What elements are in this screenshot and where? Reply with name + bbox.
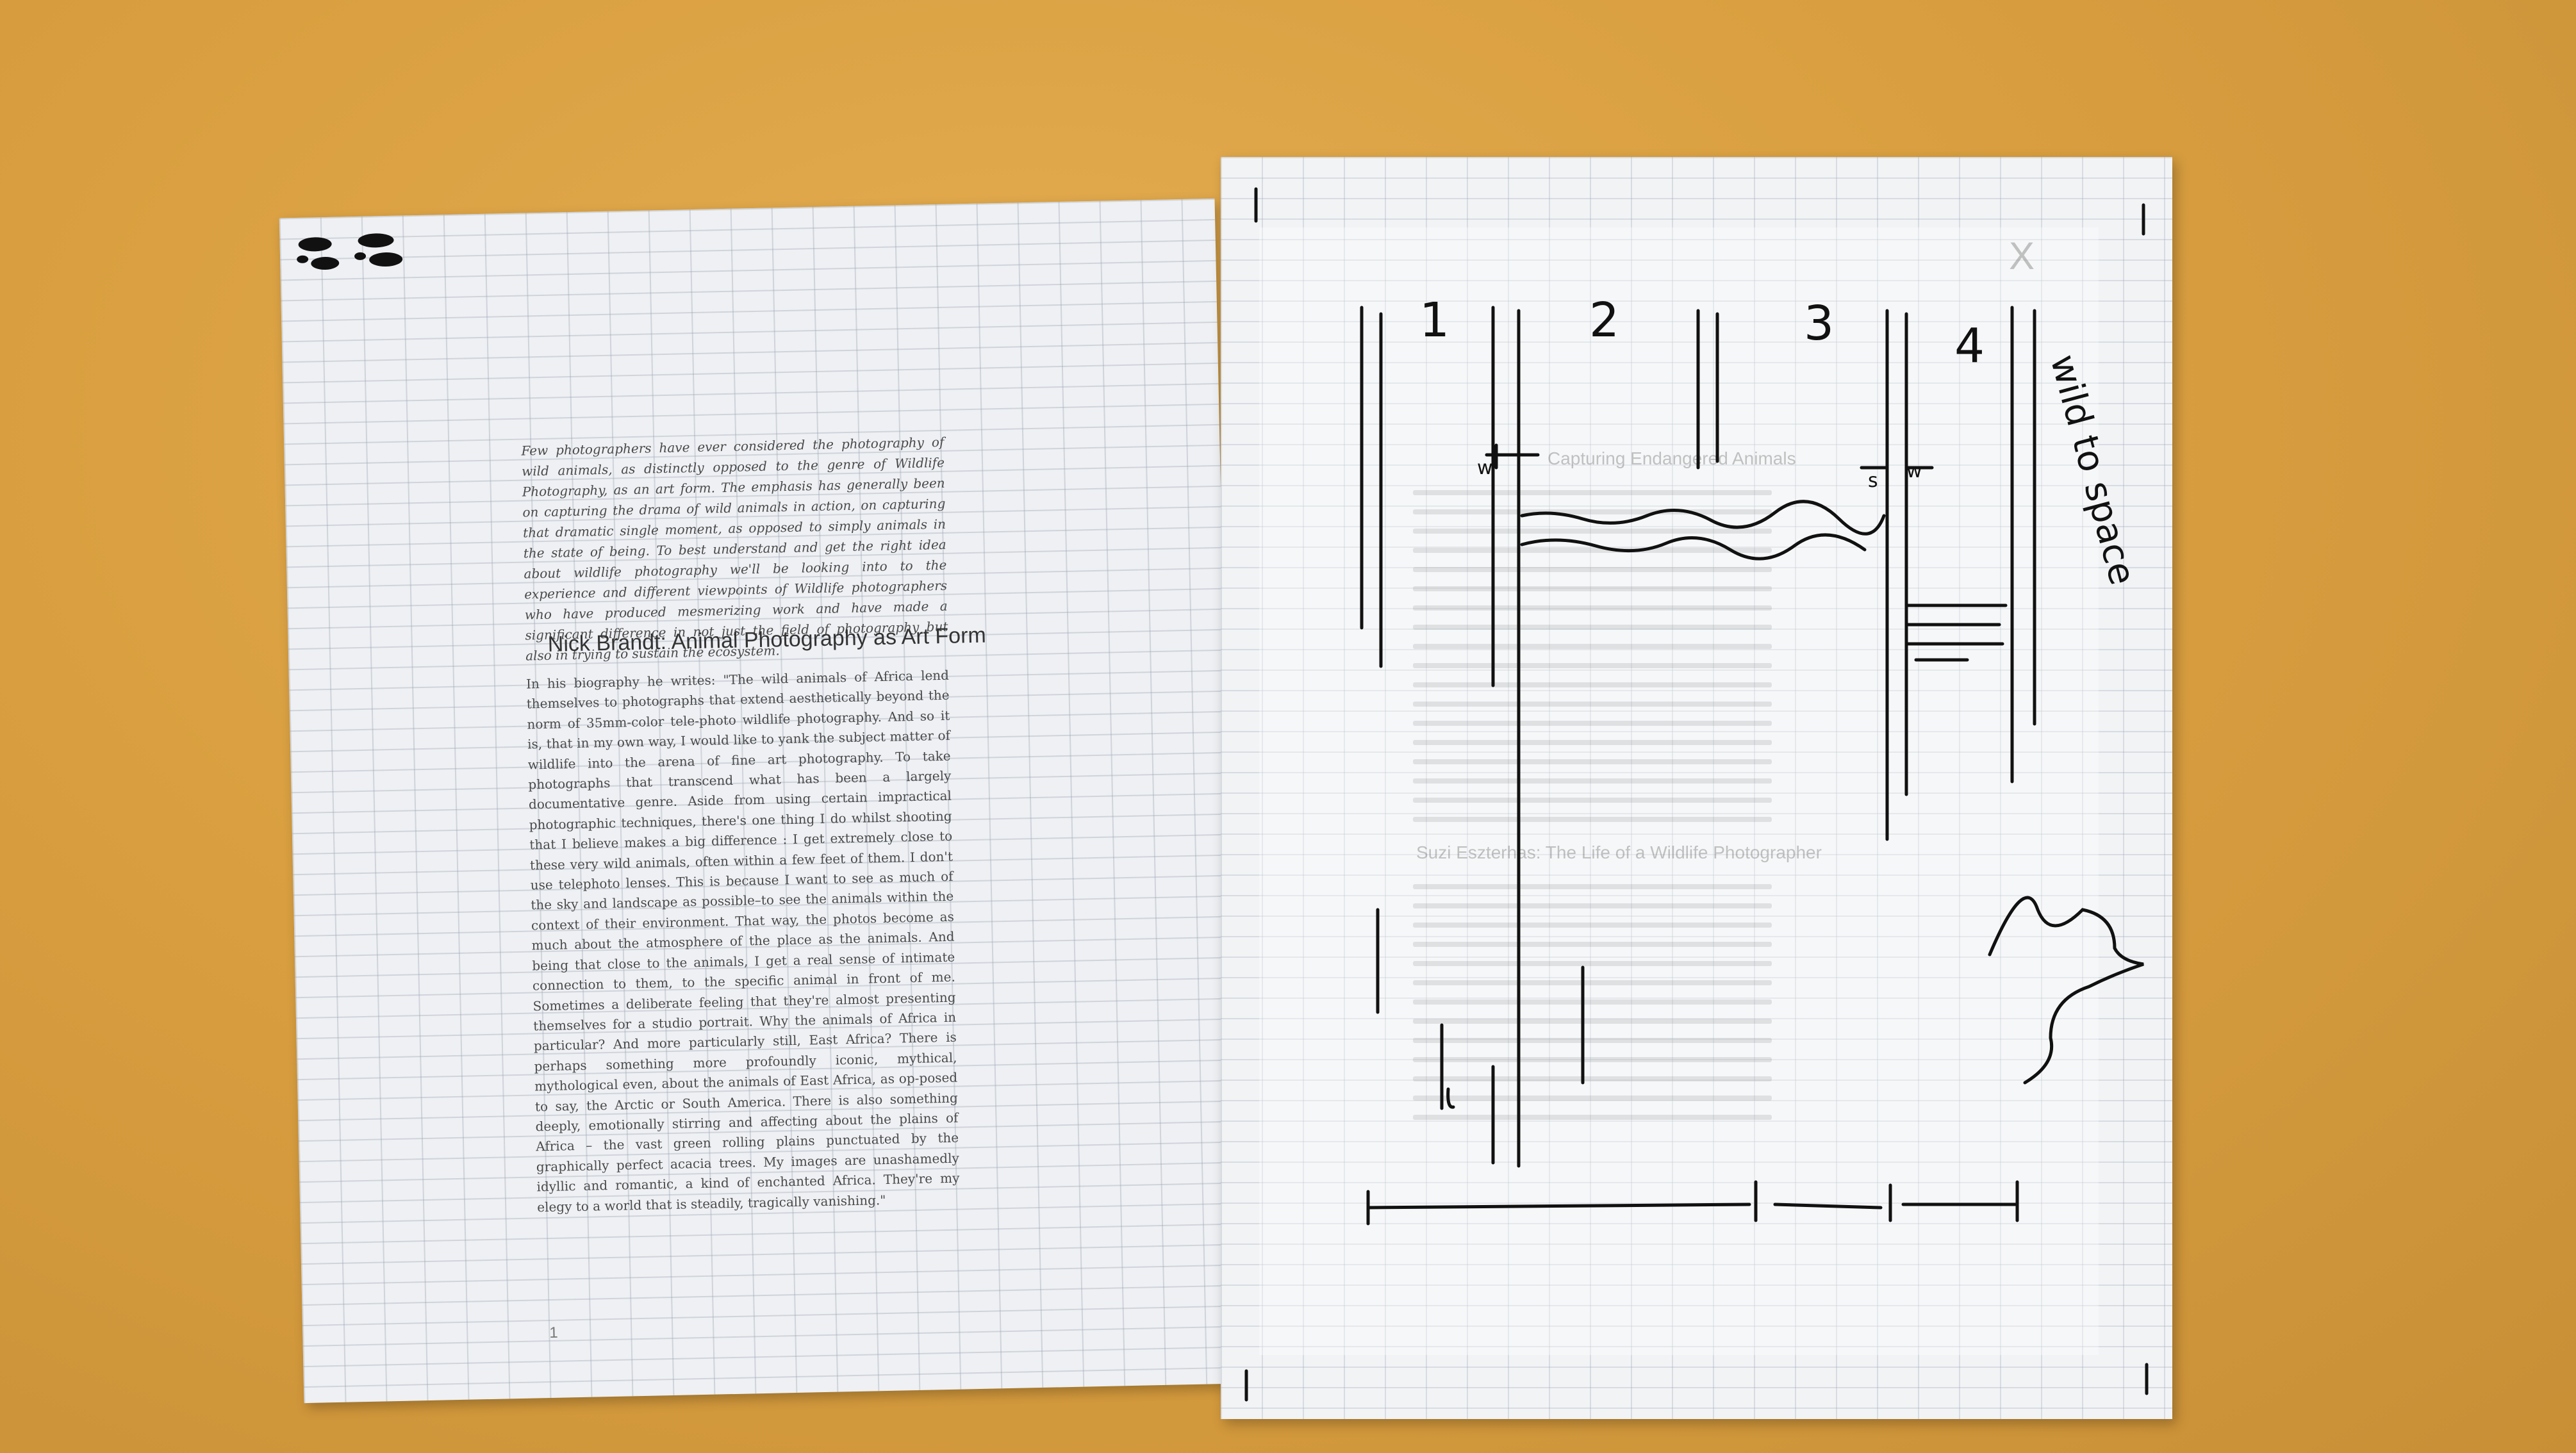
faint-text-block-1 [1413, 490, 1772, 836]
side-note-handwriting: wild to space [2042, 350, 2143, 589]
faint-text-block-2 [1413, 884, 1772, 1134]
ink-blot-icon [295, 228, 418, 279]
gutter-label-right: w [1906, 460, 1922, 482]
gutter-label-mid: s [1868, 470, 1878, 492]
faint-heading-bottom: Suzi Eszterhas: The Life of a Wildlife P… [1416, 842, 1822, 862]
column-number-4: 4 [1954, 318, 1985, 374]
printed-page-left: Few photographers have ever considered t… [279, 198, 1240, 1404]
gutter-label-left: w [1477, 457, 1493, 479]
column-number-2: 2 [1589, 293, 1619, 348]
column-number-3: 3 [1804, 296, 1834, 351]
corner-x-mark: X [2009, 234, 2035, 277]
tracing-paper-overlay [1259, 227, 2099, 1355]
column-number-1: 1 [1419, 293, 1449, 348]
faint-heading-top: Capturing Endangered Animals [1548, 448, 1796, 468]
